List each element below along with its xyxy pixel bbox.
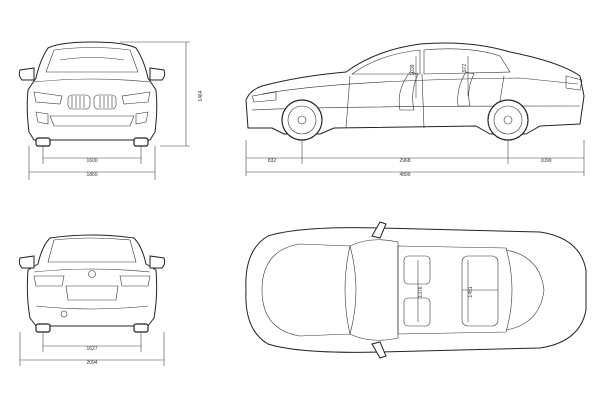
exhaust	[60, 310, 68, 318]
left-mirror	[18, 67, 35, 81]
top-right-mirror	[371, 341, 387, 359]
top-left-mirror	[371, 221, 387, 239]
rear-badge	[88, 270, 96, 278]
right-mirror-rear	[149, 255, 166, 269]
left-taillight	[33, 275, 65, 287]
side-view: 1039 972 832 2968 1099 4899	[245, 42, 585, 178]
dim-rear-overhang: 1099	[540, 158, 551, 164]
kidney-grille-right	[93, 94, 117, 110]
right-taillight	[119, 275, 151, 287]
dim-height: 1464	[198, 90, 204, 101]
kidney-grille-left	[67, 94, 91, 110]
left-mirror-rear	[18, 255, 35, 269]
dim-front-track: 1600	[86, 158, 97, 164]
dim-top-interior-rear: 1451	[468, 286, 474, 297]
right-mirror	[149, 67, 166, 81]
dim-front-overhang: 832	[268, 158, 277, 164]
dim-width-with-mirrors: 2094	[86, 360, 97, 366]
rear-view: 1627 2094	[18, 234, 166, 366]
top-view: 1376 1451	[245, 221, 587, 359]
dim-side-interior-rear: 972	[462, 64, 468, 73]
dim-front-overall-width: 1860	[86, 172, 97, 178]
dim-overall-length: 4899	[399, 172, 410, 178]
dim-side-interior-front: 1039	[410, 64, 416, 75]
right-headlight	[121, 91, 151, 105]
dim-top-interior-front: 1376	[418, 286, 424, 297]
dim-wheelbase: 2968	[399, 158, 410, 164]
left-headlight	[33, 91, 63, 105]
dim-rear-track: 1627	[86, 346, 97, 352]
front-view: 1464 1600 1860	[18, 41, 204, 180]
